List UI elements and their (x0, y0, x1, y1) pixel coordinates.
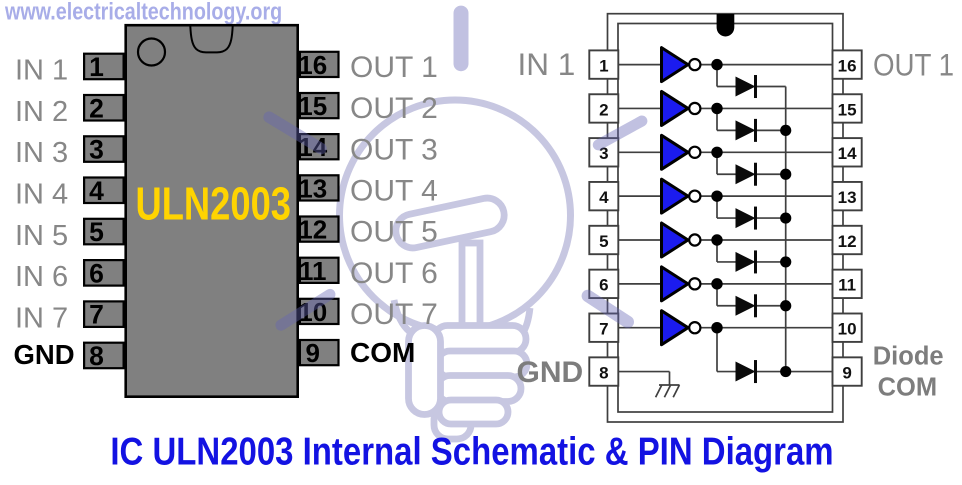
svg-text:ULN2003: ULN2003 (136, 177, 291, 229)
svg-text:IN 1: IN 1 (518, 46, 576, 82)
svg-text:OUT 1: OUT 1 (873, 48, 954, 83)
svg-text:11: 11 (838, 276, 856, 295)
svg-text:OUT 4: OUT 4 (350, 175, 438, 208)
svg-text:GND: GND (14, 339, 75, 370)
svg-text:10: 10 (838, 320, 857, 339)
svg-text:12: 12 (838, 232, 857, 251)
svg-text:IN 6: IN 6 (15, 261, 68, 293)
svg-text:13: 13 (298, 173, 327, 203)
svg-text:3: 3 (599, 144, 608, 163)
svg-text:OUT 7: OUT 7 (350, 298, 438, 331)
svg-text:COM: COM (878, 374, 938, 402)
svg-text:15: 15 (838, 100, 857, 119)
svg-text:2: 2 (599, 100, 608, 119)
svg-text:10: 10 (298, 297, 327, 327)
svg-text:IC ULN2003 Internal Schematic: IC ULN2003 Internal Schematic & PIN Diag… (110, 429, 833, 473)
svg-text:14: 14 (298, 132, 327, 162)
svg-text:IN 7: IN 7 (15, 302, 68, 334)
svg-text:1: 1 (599, 56, 608, 75)
svg-text:OUT 1: OUT 1 (350, 51, 438, 84)
svg-text:IN 1: IN 1 (15, 55, 68, 87)
svg-text:OUT 2: OUT 2 (350, 92, 438, 125)
svg-text:www.electricaltechnology.org: www.electricaltechnology.org (4, 0, 282, 25)
svg-text:5: 5 (599, 232, 608, 251)
svg-text:13: 13 (838, 188, 857, 207)
svg-text:3: 3 (89, 135, 104, 165)
svg-text:8: 8 (599, 363, 608, 382)
svg-text:OUT 6: OUT 6 (350, 257, 438, 290)
svg-text:IN 5: IN 5 (15, 220, 68, 252)
svg-text:6: 6 (89, 258, 104, 288)
svg-text:IN 4: IN 4 (15, 179, 68, 211)
svg-text:14: 14 (838, 144, 857, 163)
svg-text:7: 7 (89, 300, 104, 330)
svg-text:15: 15 (298, 91, 327, 121)
svg-text:4: 4 (89, 176, 104, 206)
svg-text:16: 16 (838, 56, 857, 75)
svg-text:2: 2 (89, 93, 104, 123)
svg-text:9: 9 (842, 363, 851, 382)
svg-text:OUT 3: OUT 3 (350, 133, 438, 166)
svg-text:6: 6 (599, 276, 608, 295)
svg-text:9: 9 (305, 338, 319, 368)
svg-text:IN 2: IN 2 (15, 96, 68, 128)
svg-text:COM: COM (350, 337, 415, 368)
svg-text:1: 1 (89, 52, 104, 82)
svg-text:16: 16 (298, 50, 327, 80)
svg-text:12: 12 (298, 215, 327, 245)
svg-text:GND: GND (517, 356, 584, 389)
svg-text:IN 3: IN 3 (15, 137, 68, 169)
svg-text:11: 11 (299, 256, 327, 286)
svg-text:4: 4 (599, 188, 609, 207)
svg-text:8: 8 (89, 341, 104, 371)
svg-text:7: 7 (599, 320, 608, 339)
svg-text:Diode: Diode (873, 343, 944, 371)
svg-text:5: 5 (89, 217, 104, 247)
svg-text:OUT 5: OUT 5 (350, 216, 438, 249)
